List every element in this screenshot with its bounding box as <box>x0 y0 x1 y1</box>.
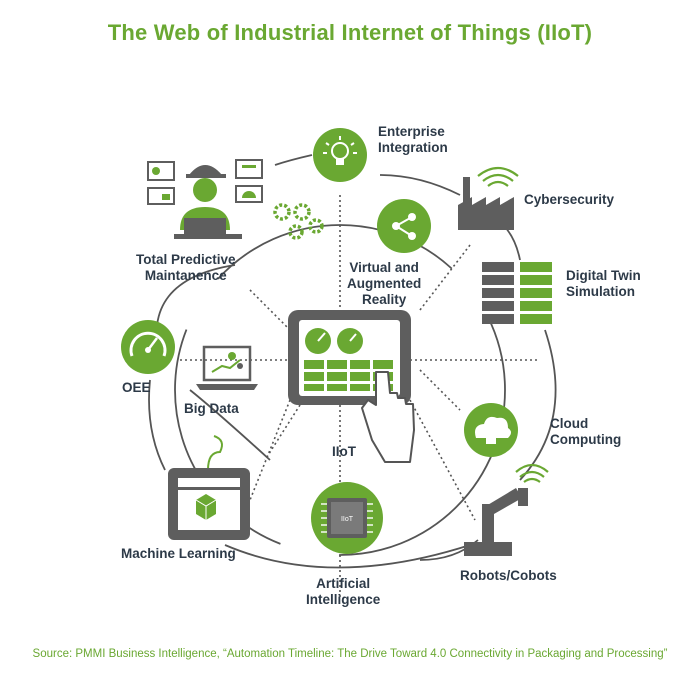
robot-arm-icon <box>464 463 549 556</box>
3d-printer-icon <box>168 435 250 540</box>
source-caption: Source: PMMI Business Intelligence, “Aut… <box>32 648 668 660</box>
gears-icon <box>273 203 324 240</box>
laptop-icon <box>196 345 258 390</box>
chip-label: IIoT <box>341 516 354 523</box>
label-iiot-center: IIoT <box>332 444 356 459</box>
hand-icon <box>361 371 415 463</box>
gauge-icon <box>121 320 175 374</box>
factory-icon <box>458 166 519 230</box>
label-machine-learning: Machine Learning <box>121 546 236 561</box>
tablet-icon <box>288 310 411 405</box>
label-big-data: Big Data <box>184 401 239 416</box>
label-cybersecurity: Cybersecurity <box>524 192 615 207</box>
diagram-canvas: IIoT <box>121 128 557 600</box>
cloud-icon <box>464 403 518 457</box>
worker-icon <box>147 159 263 239</box>
share-icon <box>377 199 431 253</box>
diagram-title: The Web of Industrial Internet of Things… <box>107 20 593 45</box>
server-racks-icon <box>482 262 552 324</box>
label-robots-cobots: Robots/Cobots <box>460 568 557 583</box>
chip-icon: IIoT <box>311 482 383 554</box>
lightbulb-icon <box>313 128 367 182</box>
label-oee: OEE <box>122 380 151 395</box>
